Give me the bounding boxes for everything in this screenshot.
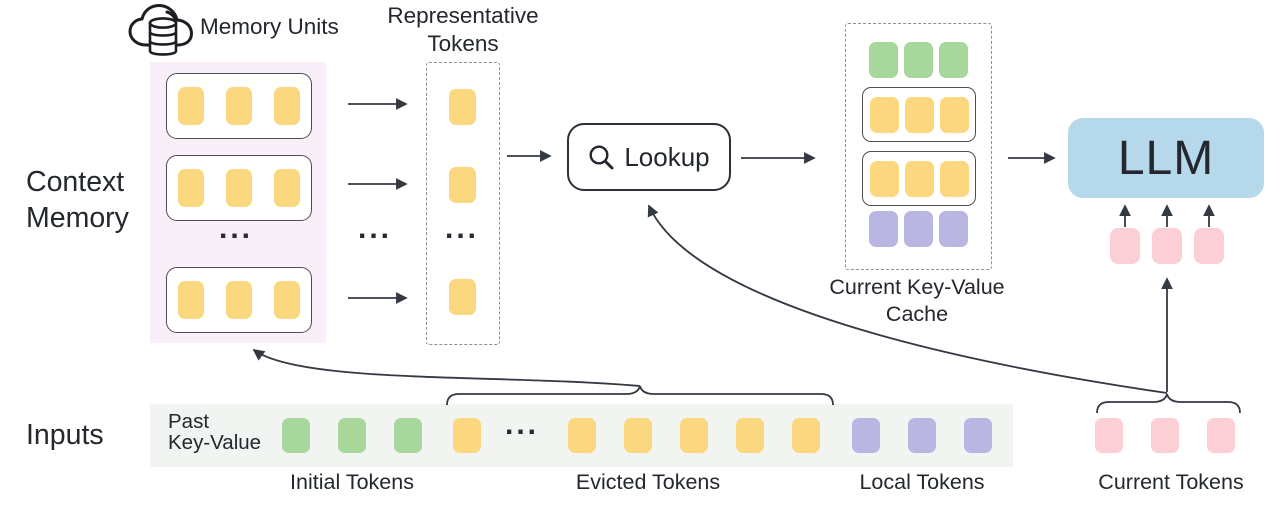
memory-units-cloud-icon bbox=[126, 1, 198, 59]
memory-token bbox=[274, 281, 300, 319]
memory-token bbox=[226, 87, 252, 125]
local-tokens-group bbox=[852, 418, 992, 453]
current-token bbox=[1095, 418, 1123, 453]
current-tokens-brace bbox=[1096, 393, 1241, 414]
cache-memory-token bbox=[904, 160, 934, 197]
representative-token bbox=[449, 89, 476, 125]
memory-token bbox=[274, 87, 300, 125]
evicted-to-memory-curve bbox=[252, 348, 641, 387]
representative-token bbox=[449, 167, 476, 203]
evicted-tokens-brace bbox=[446, 385, 834, 406]
evicted-tokens-ellipsis: ... bbox=[504, 408, 539, 441]
llm-input-token bbox=[1194, 228, 1224, 264]
inputs-label: Inputs bbox=[26, 419, 104, 451]
cache-memory-token bbox=[869, 96, 899, 133]
local-token bbox=[908, 418, 936, 453]
evicted-token bbox=[736, 418, 764, 453]
cache-memory-token bbox=[904, 96, 934, 133]
cache-initial-token bbox=[904, 42, 933, 78]
current-kv-cache-label-line1: Current Key-Value bbox=[829, 275, 1005, 299]
cache-local-token bbox=[939, 211, 968, 247]
evicted-token bbox=[624, 418, 652, 453]
current-tokens-label: Current Tokens bbox=[1098, 470, 1244, 494]
representative-token bbox=[449, 279, 476, 315]
llm-box: LLM bbox=[1068, 118, 1264, 198]
cache-initial-token bbox=[869, 42, 898, 78]
cache-memory-unit bbox=[862, 87, 976, 142]
initial-tokens-label: Initial Tokens bbox=[290, 470, 414, 494]
context-memory-label: Context Memory bbox=[26, 165, 129, 236]
current-kv-cache-label: Current Key-Value Cache bbox=[822, 274, 1012, 327]
representative-tokens-box bbox=[426, 62, 500, 345]
memory-units-label: Memory Units bbox=[200, 14, 339, 39]
representative-tokens-label-line2: Tokens bbox=[427, 30, 499, 56]
initial-tokens-group bbox=[282, 418, 422, 453]
memory-unit bbox=[166, 155, 312, 221]
evicted-tokens-label: Evicted Tokens bbox=[575, 470, 721, 494]
local-token bbox=[852, 418, 880, 453]
representative-tokens-ellipsis: ... bbox=[444, 212, 479, 245]
memory-token bbox=[178, 87, 204, 125]
cache-memory-token bbox=[939, 96, 969, 133]
lookup-label: Lookup bbox=[624, 141, 710, 172]
evicted-tokens-group bbox=[568, 418, 820, 453]
llm-input-token bbox=[1110, 228, 1140, 264]
evicted-token bbox=[680, 418, 708, 453]
magnifier-icon bbox=[588, 144, 615, 171]
cache-local-token bbox=[869, 211, 898, 247]
memory-unit bbox=[166, 267, 312, 333]
memory-token bbox=[226, 281, 252, 319]
initial-token bbox=[282, 418, 310, 453]
local-tokens-label: Local Tokens bbox=[859, 470, 985, 494]
memory-units-ellipsis: ... bbox=[218, 212, 253, 245]
llm-label: LLM bbox=[1117, 131, 1215, 185]
initial-token bbox=[338, 418, 366, 453]
context-memory-panel bbox=[150, 62, 326, 343]
arrow-column-ellipsis: ... bbox=[357, 212, 392, 245]
context-memory-label-line1: Context bbox=[26, 166, 125, 198]
memory-token bbox=[178, 281, 204, 319]
context-memory-label-line2: Memory bbox=[26, 201, 129, 234]
current-kv-cache-label-line2: Cache bbox=[885, 301, 949, 326]
cache-memory-token bbox=[869, 160, 899, 197]
current-token bbox=[1151, 418, 1179, 453]
local-token bbox=[964, 418, 992, 453]
evicted-token bbox=[568, 418, 596, 453]
past-key-value-label: Past Key-Value bbox=[168, 411, 261, 453]
cache-initial-token bbox=[939, 42, 968, 78]
representative-tokens-label: Representative Tokens bbox=[368, 2, 558, 57]
evicted-token bbox=[792, 418, 820, 453]
representative-tokens-label-line1: Representative bbox=[387, 3, 539, 28]
cache-local-row bbox=[869, 211, 968, 247]
past-key-value-label-line2: Key-Value bbox=[168, 431, 262, 454]
memory-token bbox=[226, 169, 252, 207]
current-tokens-group bbox=[1095, 418, 1235, 453]
memory-token bbox=[274, 169, 300, 207]
llm-input-tokens bbox=[1110, 228, 1224, 264]
evicted-tokens-group-head bbox=[453, 418, 481, 453]
initial-token bbox=[394, 418, 422, 453]
evicted-token bbox=[453, 418, 481, 453]
llm-input-token bbox=[1152, 228, 1182, 264]
cache-memory-unit bbox=[862, 151, 976, 206]
cache-memory-token bbox=[939, 160, 969, 197]
past-key-value-label-line1: Past bbox=[168, 410, 210, 433]
memory-unit bbox=[166, 73, 312, 139]
lookup-box: Lookup bbox=[567, 123, 731, 191]
cache-local-token bbox=[904, 211, 933, 247]
current-kv-cache-box bbox=[845, 23, 992, 270]
cache-initial-row bbox=[869, 42, 968, 78]
current-token bbox=[1207, 418, 1235, 453]
memory-token bbox=[178, 169, 204, 207]
